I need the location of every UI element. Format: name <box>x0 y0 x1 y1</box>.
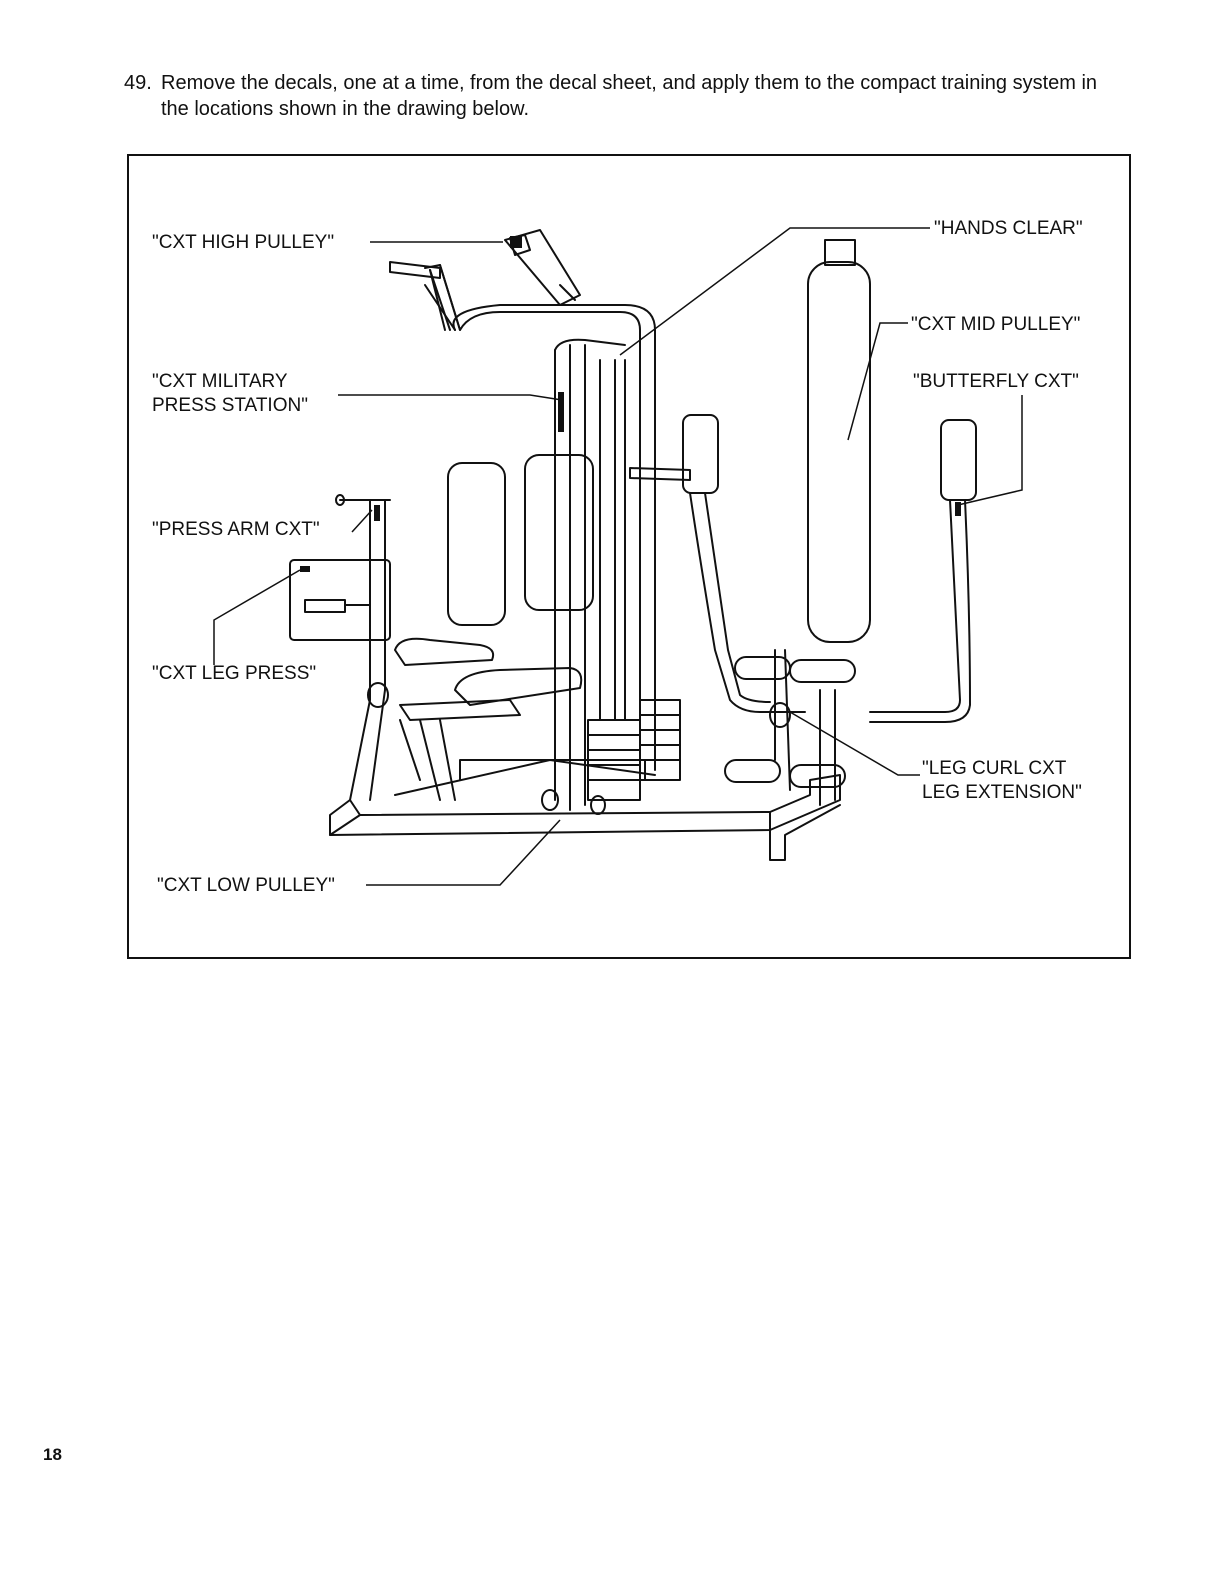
callout-leg-curl-line1: "LEG CURL CXT <box>922 758 1067 779</box>
figure-frame <box>127 154 1131 959</box>
callout-butterfly-cxt: "BUTTERFLY CXT" <box>913 371 1079 392</box>
callout-press-arm-cxt: "PRESS ARM CXT" <box>152 519 320 540</box>
callout-cxt-high-pulley: "CXT HIGH PULLEY" <box>152 232 335 253</box>
step-number: 49. <box>124 72 152 94</box>
page-number: 18 <box>43 1445 62 1464</box>
callout-cxt-leg-press: "CXT LEG PRESS" <box>152 663 317 684</box>
callout-cxt-military-line1: "CXT MILITARY <box>152 371 288 392</box>
callout-leg-curl-line2: LEG EXTENSION" <box>922 782 1082 803</box>
callout-hands-clear: "HANDS CLEAR" <box>934 218 1083 239</box>
callout-cxt-mid-pulley: "CXT MID PULLEY" <box>911 314 1081 335</box>
step-text: Remove the decals, one at a time, from t… <box>161 72 1098 120</box>
callout-cxt-military-line2: PRESS STATION" <box>152 395 308 416</box>
callout-cxt-low-pulley: "CXT LOW PULLEY" <box>157 875 335 896</box>
